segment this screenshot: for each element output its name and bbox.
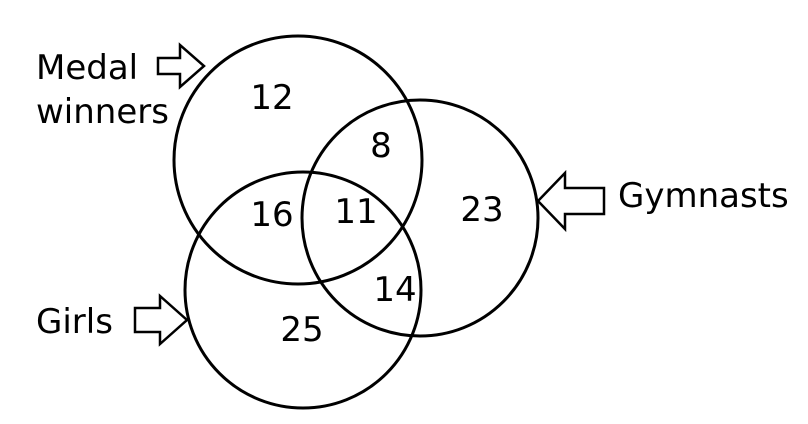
count-medal-girls: 16 (250, 195, 293, 235)
medal-winners-label-line2: winners (36, 92, 169, 132)
count-gymnasts-only: 23 (460, 190, 503, 230)
gymnasts-circle (300, 98, 540, 338)
count-gymnasts-girls: 14 (373, 270, 416, 310)
count-medal-gymnasts: 8 (370, 126, 392, 166)
gymnasts-arrow (536, 169, 606, 233)
girls-label: Girls (36, 302, 113, 342)
medal-winners-label-line1: Medal (36, 48, 138, 88)
gymnasts-label: Gymnasts (618, 176, 789, 216)
medal-winners-arrow (156, 42, 206, 90)
count-medal-only: 12 (250, 78, 293, 118)
count-girls-only: 25 (280, 310, 323, 350)
girls-arrow (133, 293, 189, 347)
medal-winners-circle (172, 34, 424, 286)
count-all-three: 11 (334, 192, 377, 232)
girls-circle (183, 170, 423, 410)
